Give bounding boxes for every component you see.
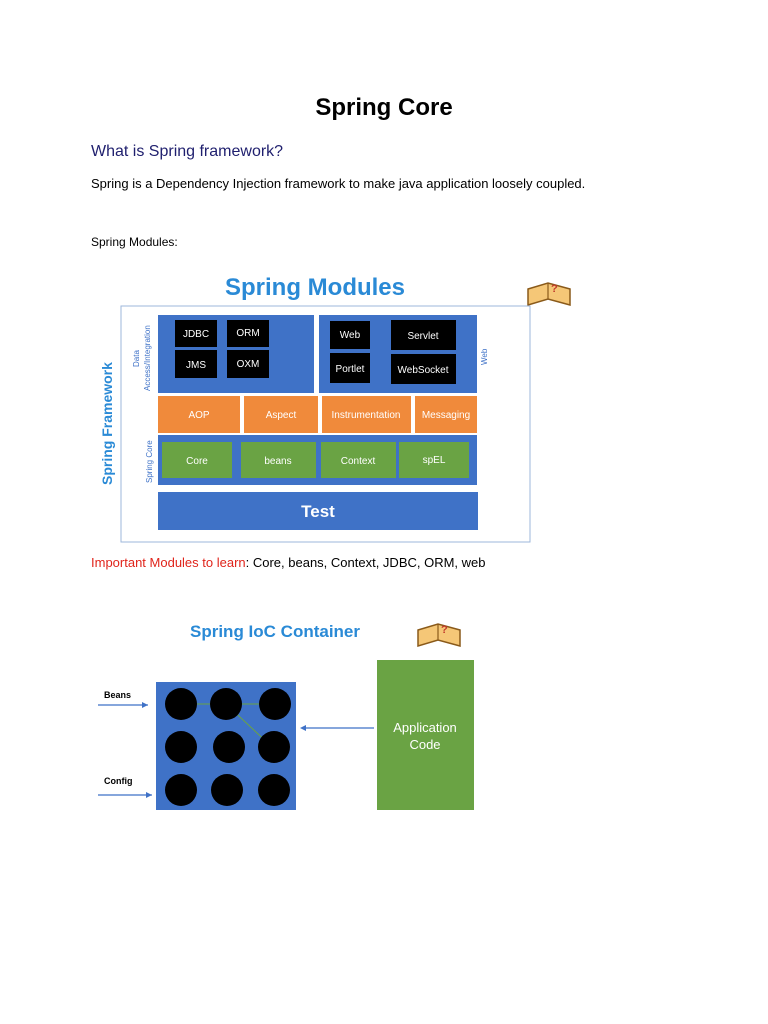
ioc-title: Spring IoC Container: [190, 622, 360, 641]
svg-text:WebSocket: WebSocket: [398, 365, 449, 376]
module-messaging: Messaging: [415, 396, 477, 433]
module-core: Core: [162, 442, 232, 478]
framework-label: Spring Framework: [99, 362, 115, 485]
data-item-orm: ORM: [227, 320, 269, 347]
config-label: Config: [104, 776, 133, 786]
web-label: Web: [480, 348, 489, 365]
svg-text:beans: beans: [264, 456, 291, 467]
important-modules-list: : Core, beans, Context, JDBC, ORM, web: [245, 555, 486, 570]
important-modules-line: Important Modules to learn: Core, beans,…: [91, 555, 486, 570]
beans-label: Beans: [104, 690, 131, 700]
web-item-servlet: Servlet: [391, 320, 456, 350]
svg-text:JDBC: JDBC: [183, 329, 209, 340]
svg-text:Portlet: Portlet: [336, 364, 365, 375]
intro-paragraph: Spring is a Dependency Injection framewo…: [91, 176, 586, 191]
modules-label: Spring Modules:: [91, 235, 178, 249]
core-label: Spring Core: [145, 440, 154, 483]
svg-text:spEL: spEL: [423, 455, 446, 466]
svg-text:?: ?: [551, 283, 558, 295]
svg-text:Messaging: Messaging: [422, 410, 470, 421]
svg-text:Application: Application: [393, 720, 457, 735]
book-icon: ?: [417, 623, 461, 648]
svg-text:AOP: AOP: [188, 410, 209, 421]
data-label-1: Data: [132, 350, 141, 367]
web-item-websocket: WebSocket: [391, 354, 456, 384]
module-context: Context: [321, 442, 396, 478]
web-item-web: Web: [330, 321, 370, 349]
data-label-2: Access/Integration: [143, 325, 152, 391]
module-test: Test: [158, 492, 478, 530]
svg-text:Servlet: Servlet: [407, 331, 438, 342]
svg-text:JMS: JMS: [186, 360, 206, 371]
svg-text:Core: Core: [186, 456, 208, 467]
data-item-jms: JMS: [175, 350, 217, 378]
book-icon: ?: [527, 282, 571, 307]
web-item-portlet: Portlet: [330, 353, 370, 383]
application-code-box: Application Code: [377, 660, 474, 810]
bean-dots: [165, 688, 291, 806]
svg-text:OXM: OXM: [237, 359, 260, 370]
ioc-container-diagram: Spring IoC Container ? Beans Config Appl…: [98, 622, 474, 810]
svg-text:?: ?: [441, 624, 448, 636]
svg-text:Web: Web: [340, 330, 361, 341]
svg-text:ORM: ORM: [236, 328, 259, 339]
svg-text:Instrumentation: Instrumentation: [332, 410, 401, 421]
page-title: Spring Core: [315, 94, 453, 121]
svg-text:Context: Context: [341, 456, 376, 467]
svg-text:Test: Test: [301, 502, 335, 521]
svg-text:Code: Code: [409, 737, 440, 752]
modules-title: Spring Modules: [225, 274, 405, 301]
section-heading: What is Spring framework?: [91, 143, 284, 160]
module-aop: AOP: [158, 396, 240, 433]
data-item-oxm: OXM: [227, 350, 269, 378]
svg-text:Aspect: Aspect: [266, 410, 297, 421]
module-beans: beans: [241, 442, 316, 478]
important-label: Important Modules to learn: [91, 555, 246, 570]
data-item-jdbc: JDBC: [175, 320, 217, 347]
spring-modules-diagram: Spring Modules ? Spring Framework Data A…: [99, 274, 571, 543]
module-instrumentation: Instrumentation: [322, 396, 411, 433]
module-aspect: Aspect: [244, 396, 318, 433]
module-spel: spEL: [399, 442, 469, 478]
